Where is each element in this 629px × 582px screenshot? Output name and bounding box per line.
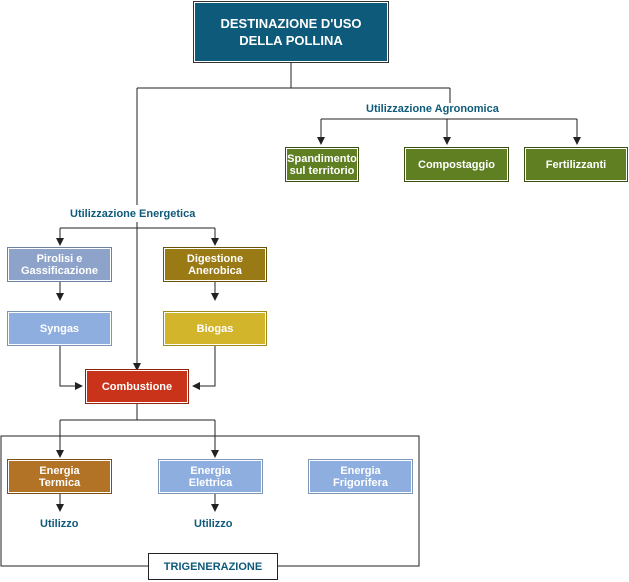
title-box: DESTINAZIONE D'USO DELLA POLLINA: [193, 1, 389, 63]
box-pirolisi: Pirolisi e Gassificazione: [7, 247, 112, 282]
arrow-biogas-to-combustion: [192, 345, 216, 390]
box-syngas: Syngas: [7, 311, 112, 346]
box-combustione: Combustione: [85, 369, 189, 404]
box-biogas: Biogas: [163, 311, 267, 346]
arrow-syngas-to-combustion: [59, 345, 83, 390]
energetic-label: Utilizzazione Energetica: [70, 208, 196, 220]
trigeneration-label: TRIGENERAZIONE: [148, 553, 278, 580]
box-energia-elettrica: Energia Elettrica: [158, 459, 263, 494]
box-energia-frigorifera: Energia Frigorifera: [308, 459, 413, 494]
box-compostaggio: Compostaggio: [404, 147, 509, 182]
box-fertilizzanti: Fertilizzanti: [524, 147, 628, 182]
box-energia-termica: Energia Termica: [7, 459, 112, 494]
trigeneration-frame: [0, 435, 420, 567]
box-digestione: Digestione Anerobica: [163, 247, 267, 282]
utilizzo-label-2: Utilizzo: [194, 518, 233, 530]
agronomic-label: Utilizzazione Agronomica: [366, 103, 499, 115]
utilizzo-label-1: Utilizzo: [40, 518, 79, 530]
box-spandimento: Spandimento sul territorio: [285, 147, 359, 182]
